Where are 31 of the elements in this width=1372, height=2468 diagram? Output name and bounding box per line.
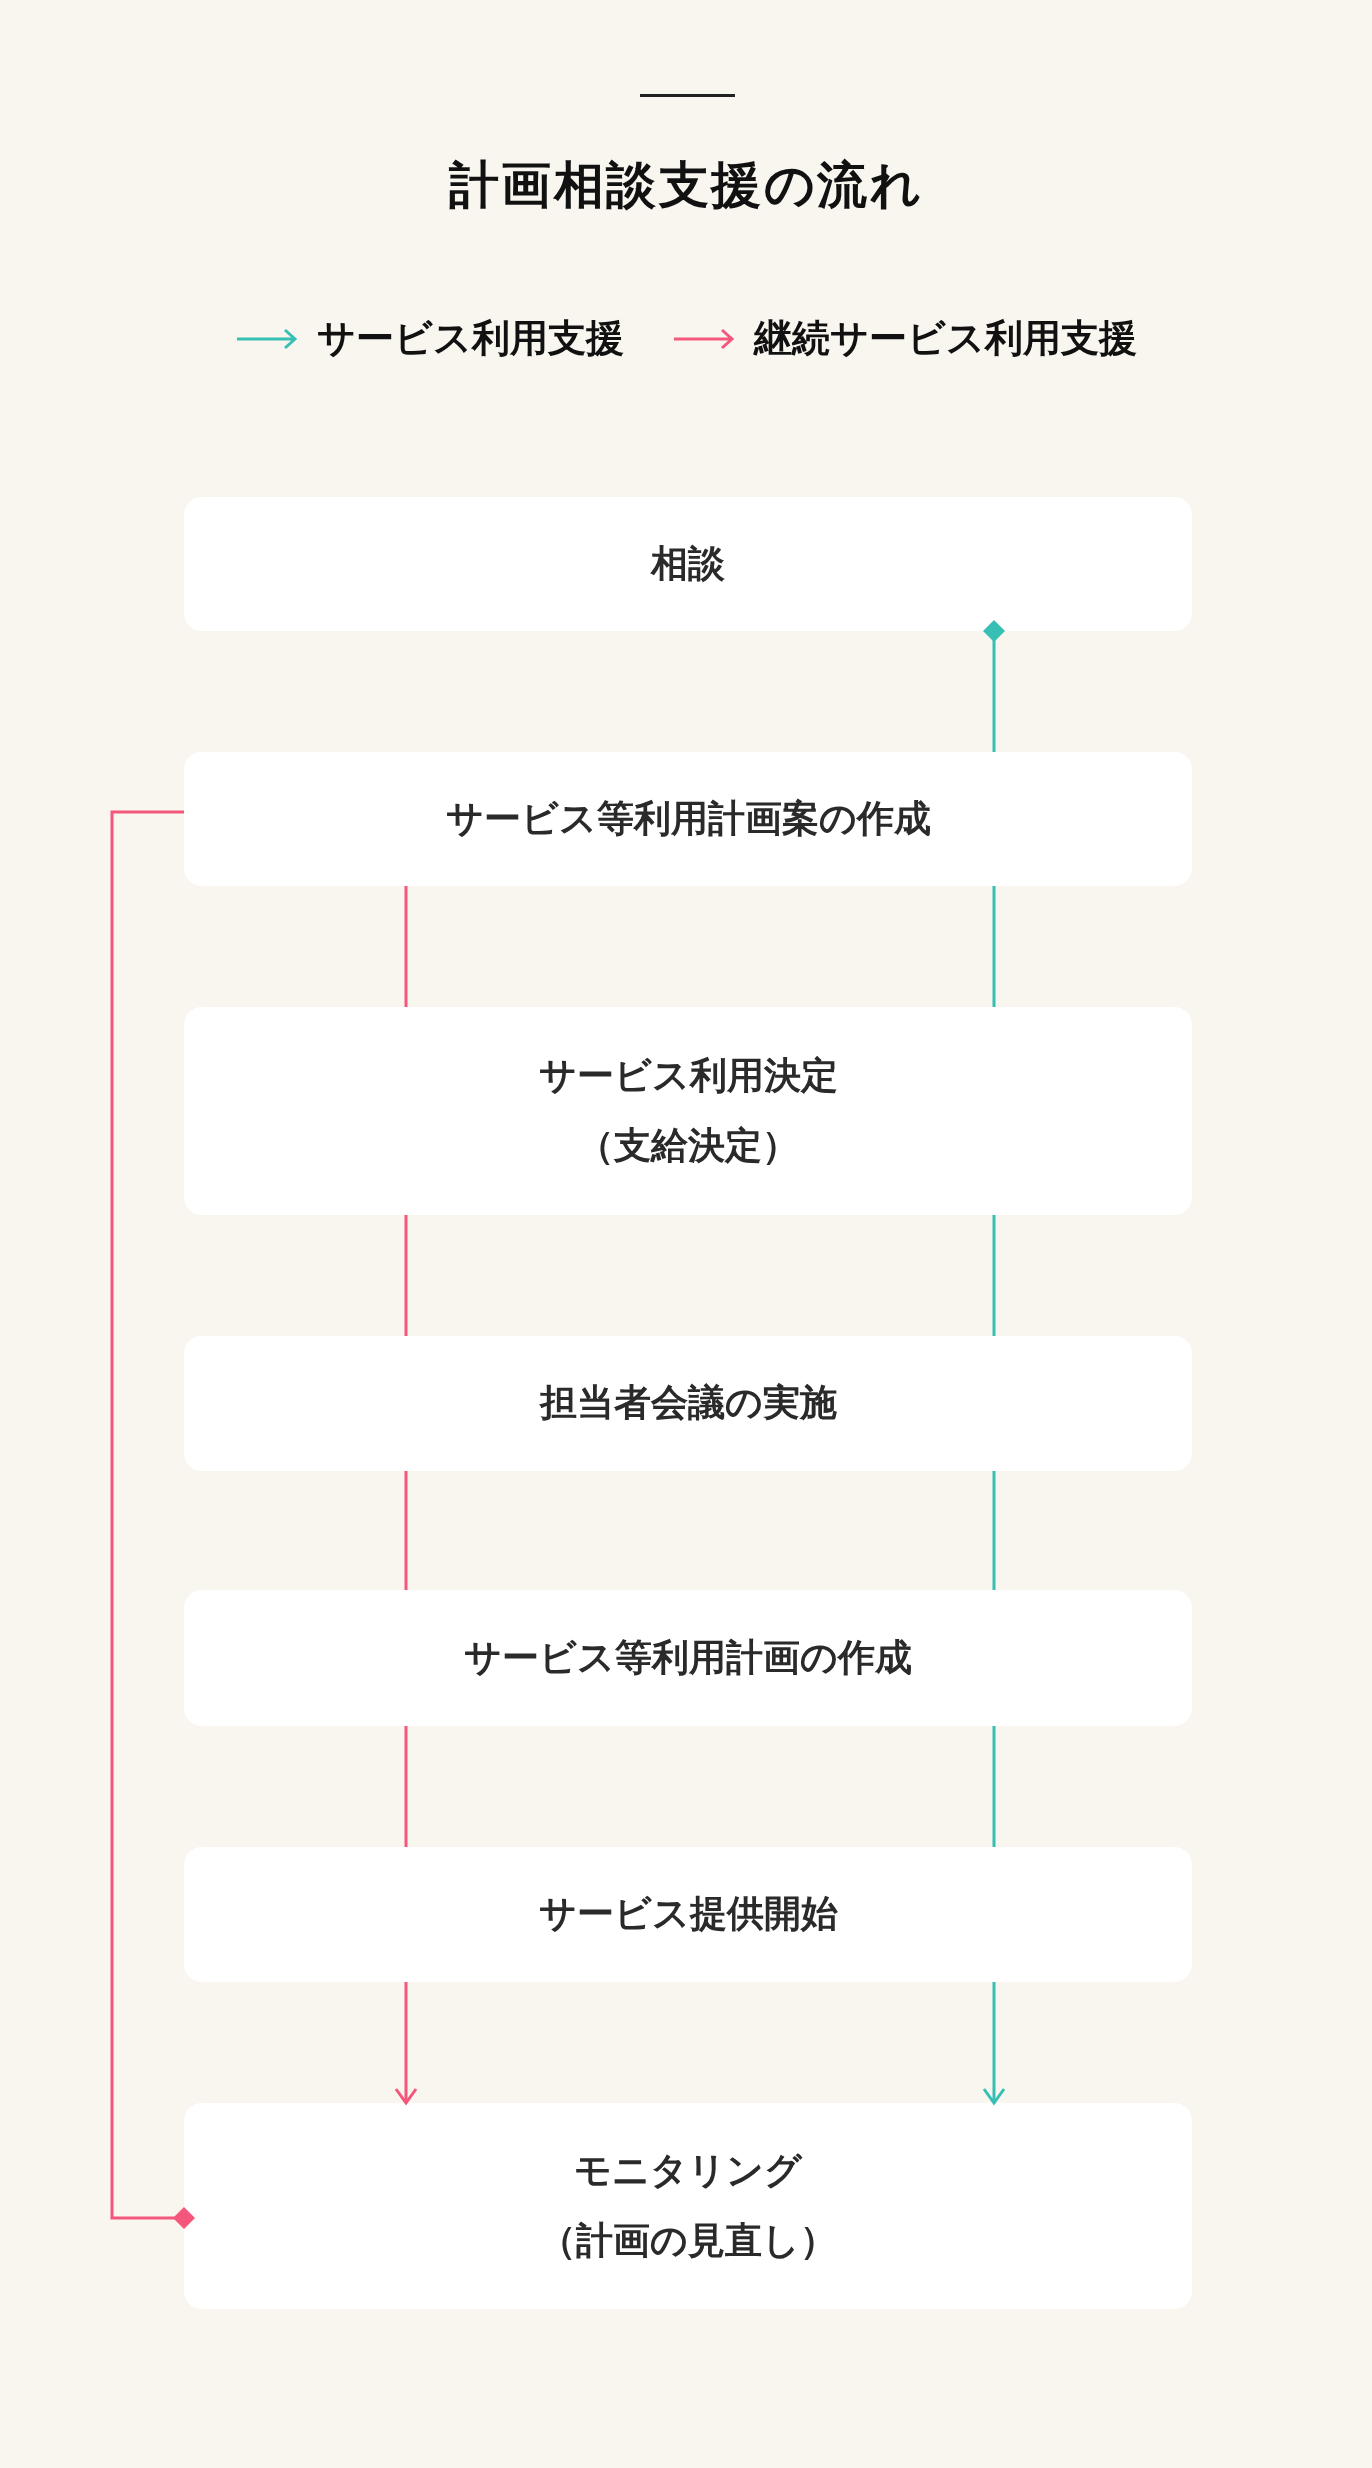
connector-line <box>404 886 408 1007</box>
step-label: 担当者会議の実施 <box>538 1380 838 1427</box>
connector-line <box>983 620 1005 752</box>
step-label: サービス利用決定 <box>537 1052 839 1099</box>
connector-line <box>992 1215 996 1336</box>
step-box <box>184 1336 1192 1471</box>
connector-line <box>110 810 195 2229</box>
step-label: モニタリング <box>573 2147 804 2194</box>
step-box <box>184 1590 1192 1726</box>
step-box <box>184 2103 1192 2309</box>
step-label: サービス提供開始 <box>537 1891 839 1938</box>
connector-line <box>404 1471 408 1590</box>
step-label: 相談 <box>649 540 726 587</box>
connector-line <box>982 1982 1006 2105</box>
step-box <box>184 1847 1192 1982</box>
connector-line <box>404 1215 408 1336</box>
connector-line <box>992 1471 996 1590</box>
step-label: サービス等利用計画の作成 <box>463 1634 913 1681</box>
step-box <box>184 1007 1192 1215</box>
connector-line <box>404 1726 408 1847</box>
connector-line <box>394 1982 418 2105</box>
step-label: （計画の見直し） <box>538 2218 838 2264</box>
step-box <box>184 497 1192 631</box>
legend-label: サービス利用支援 <box>317 315 624 362</box>
connector-line <box>992 1726 996 1847</box>
step-label: （支給決定） <box>576 1123 800 1169</box>
legend-label: 継続サービス利用支援 <box>754 315 1137 362</box>
step-label: サービス等利用計画案の作成 <box>444 795 932 842</box>
connector-line <box>992 886 996 1007</box>
step-box <box>184 752 1192 886</box>
title: 計画相談支援の流れ <box>447 155 925 216</box>
